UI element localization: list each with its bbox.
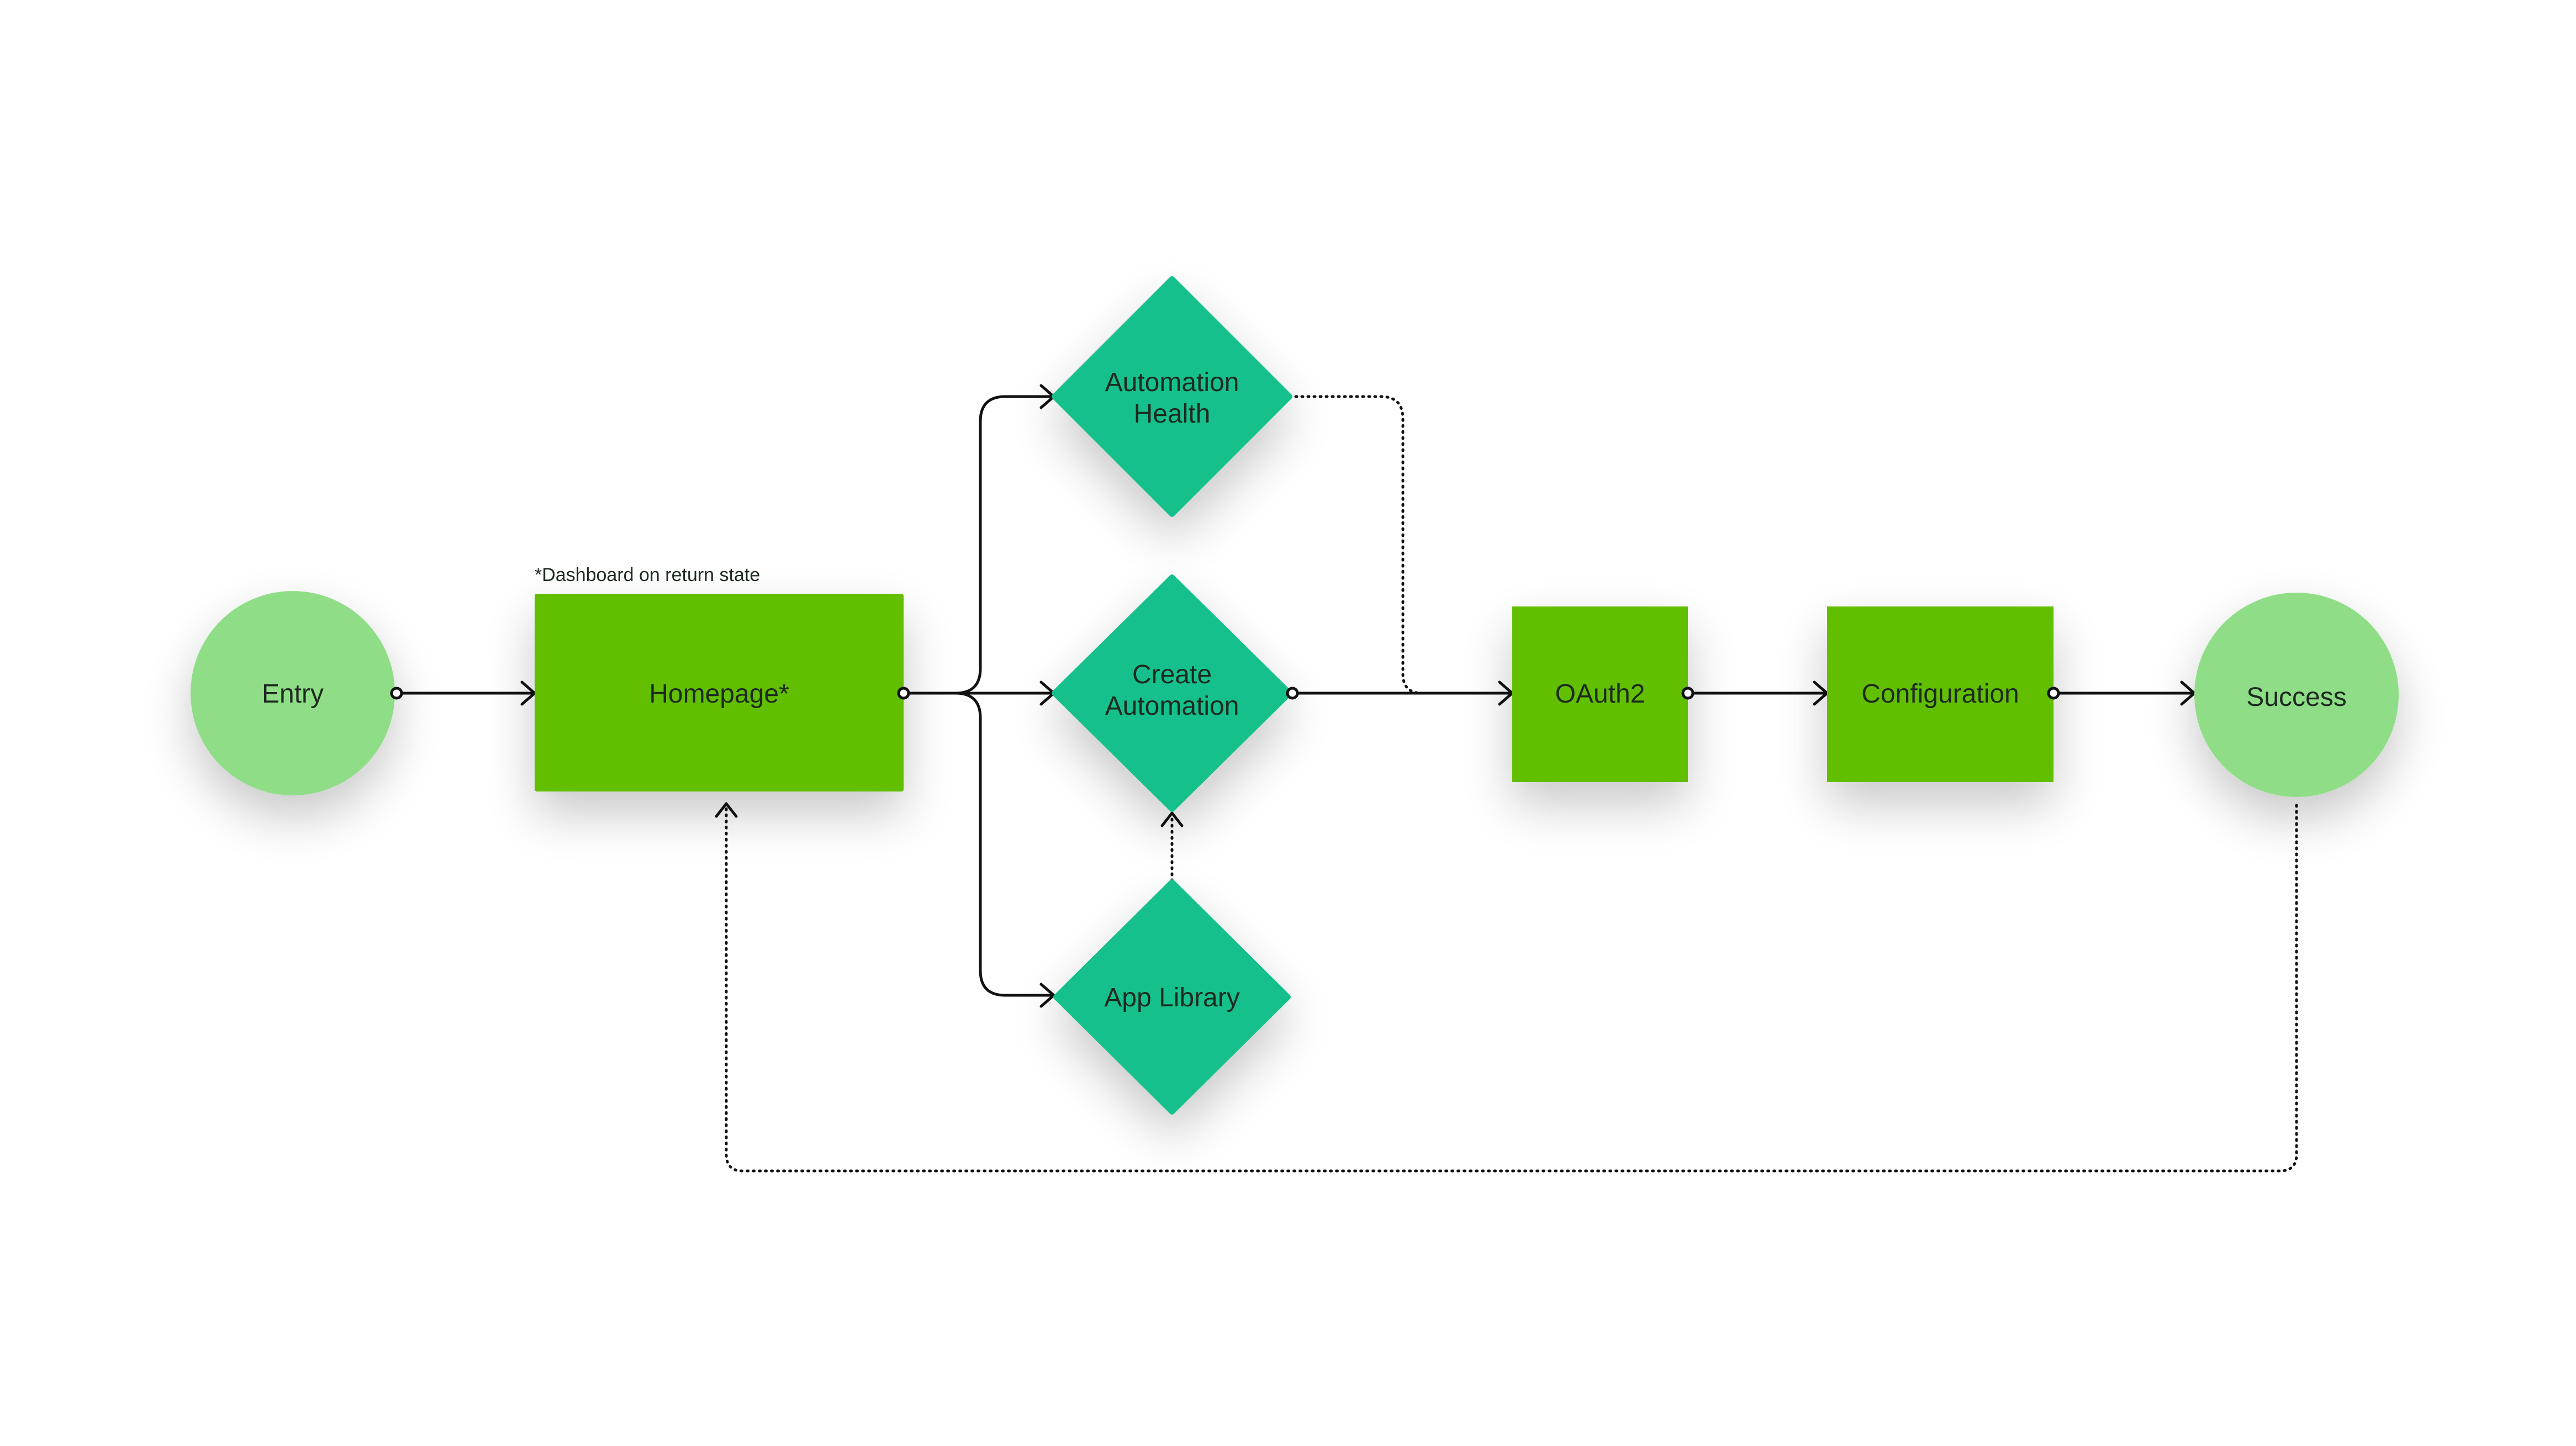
entry-circle xyxy=(191,591,395,795)
node-success[interactable]: Success xyxy=(2194,593,2399,797)
homepage-output-port[interactable] xyxy=(897,687,910,700)
node-entry[interactable]: Entry xyxy=(191,591,395,795)
node-app-library[interactable]: App Library xyxy=(1053,879,1291,1115)
node-homepage[interactable]: Homepage* xyxy=(535,594,904,791)
homepage-rect xyxy=(535,594,904,791)
edge-app-library-to-create-automation xyxy=(1160,811,1184,883)
edge-create-automation-to-oauth2 xyxy=(1291,680,1514,706)
edge-homepage-to-automation-health xyxy=(904,384,1055,695)
entry-output-port[interactable] xyxy=(390,687,403,700)
edge-success-to-homepage xyxy=(715,802,2298,1173)
app-library-diamond xyxy=(1053,879,1291,1115)
edge-configuration-to-success xyxy=(2053,680,2196,706)
oauth2-output-port[interactable] xyxy=(1681,687,1695,700)
automation-health-label-line2: Health xyxy=(1134,399,1211,429)
success-label: Success xyxy=(2246,683,2346,712)
edge-automation-health-to-oauth2 xyxy=(1288,395,1438,695)
oauth2-label: OAuth2 xyxy=(1555,679,1645,709)
edge-homepage-to-create-automation xyxy=(904,680,1055,706)
automation-health-diamond xyxy=(1052,276,1292,517)
node-automation-health[interactable]: Automation Health xyxy=(1052,276,1292,517)
edge-entry-to-homepage xyxy=(395,680,536,706)
node-configuration[interactable]: Configuration xyxy=(1827,606,2054,782)
create-automation-diamond xyxy=(1052,574,1292,812)
node-oauth2[interactable]: OAuth2 xyxy=(1512,606,1688,782)
create-automation-label-line1: Create xyxy=(1132,660,1212,689)
create-automation-label-line2: Automation xyxy=(1105,692,1239,721)
homepage-label: Homepage* xyxy=(649,679,789,709)
app-library-label: App Library xyxy=(1104,983,1239,1012)
configuration-output-port[interactable] xyxy=(2047,687,2060,700)
success-circle xyxy=(2194,593,2399,797)
homepage-note: *Dashboard on return state xyxy=(535,564,760,585)
oauth2-rect xyxy=(1512,606,1688,782)
configuration-label: Configuration xyxy=(1861,679,2019,709)
create-automation-output-port[interactable] xyxy=(1286,687,1299,700)
automation-health-label-line1: Automation xyxy=(1105,368,1239,397)
edge-homepage-to-app-library xyxy=(954,692,1055,1008)
configuration-rect xyxy=(1827,606,2054,782)
entry-label: Entry xyxy=(262,679,324,709)
edge-oauth2-to-configuration xyxy=(1687,680,1829,706)
node-create-automation[interactable]: Create Automation xyxy=(1052,574,1292,812)
